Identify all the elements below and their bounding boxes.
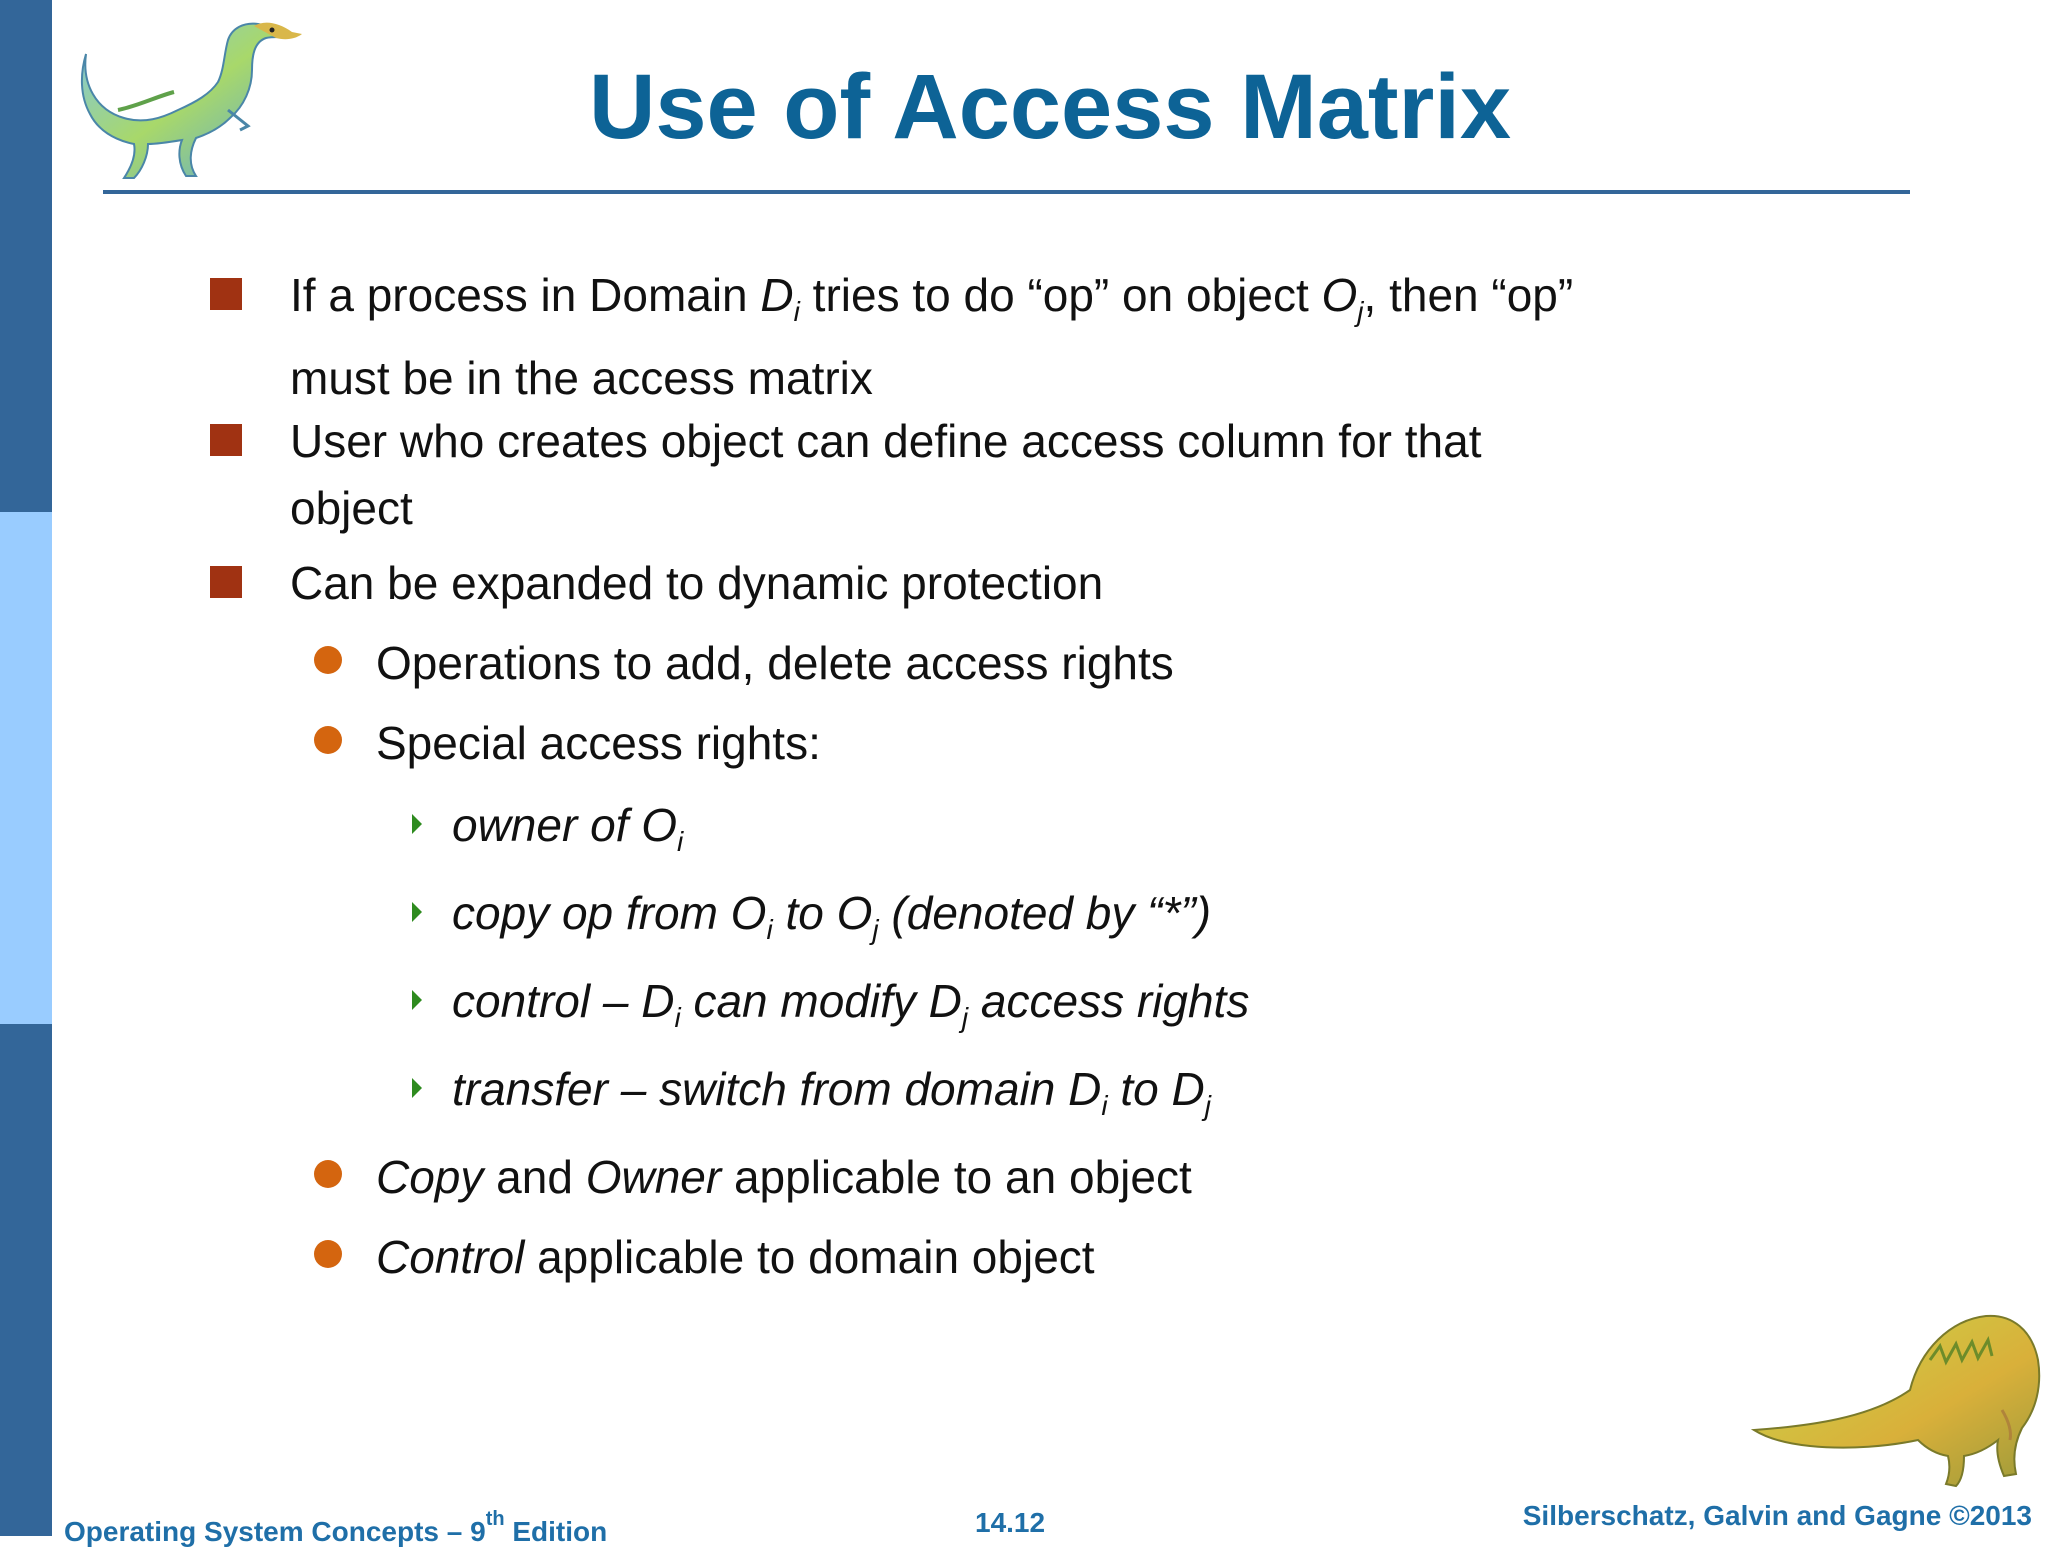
sub-sub-bullet-item: transfer – switch from domain Di to Dj xyxy=(412,1056,1652,1139)
slide-number: 14.12 xyxy=(975,1507,1046,1538)
text-run: D xyxy=(760,269,794,321)
subscript: j xyxy=(1204,1090,1211,1121)
text-run: Operating System Concepts – 9 xyxy=(64,1516,486,1547)
sub-bullet-item: Operations to add, delete access rights xyxy=(314,630,1676,697)
square-bullet-icon xyxy=(210,424,242,456)
slide-title: Use of Access Matrix xyxy=(588,56,1512,158)
sub-sub-bullet-item: owner of Oi xyxy=(412,792,1652,875)
subscript: j xyxy=(961,1002,969,1033)
text-run: tries to do “op” on object xyxy=(799,269,1322,321)
square-bullet-icon xyxy=(210,566,242,598)
triangle-bullet-icon xyxy=(412,990,422,1010)
triangle-bullet-icon xyxy=(412,1078,422,1098)
circle-bullet-icon xyxy=(314,1240,342,1268)
sub-sub-bullet-item: copy op from Oi to Oj (denoted by “*”) xyxy=(412,880,1652,963)
text-run: and xyxy=(483,1151,586,1203)
subscript: j xyxy=(1357,296,1364,327)
text-run: must be in the access matrix xyxy=(290,352,873,404)
sub-bullet-item: Copy and Owner applicable to an object xyxy=(314,1144,1676,1211)
bullet-item: If a process in Domain Di tries to do “o… xyxy=(210,262,1710,412)
subscript: i xyxy=(766,914,773,945)
sidebar-band-top xyxy=(0,0,52,512)
text-run: Special access rights: xyxy=(376,717,821,769)
bullet-item: Can be expanded to dynamic protection xyxy=(210,550,1710,617)
text-run: O xyxy=(1321,269,1358,321)
text-run: If a process in Domain xyxy=(290,269,761,321)
text-run: owner of O xyxy=(452,799,677,851)
dinosaur-logo-bottom xyxy=(1750,1314,2041,1488)
triangle-bullet-icon xyxy=(412,902,422,922)
superscript: th xyxy=(485,1508,505,1530)
footer-book-title: Operating System Concepts – 9th Edition xyxy=(64,1508,607,1548)
footer-authors: Silberschatz, Galvin and Gagne ©2013 xyxy=(1522,1500,2032,1531)
square-bullet-icon xyxy=(210,278,242,310)
text-run: to D xyxy=(1107,1063,1205,1115)
text-run: object xyxy=(290,482,413,534)
sidebar-band-middle xyxy=(0,512,52,1024)
text-run: to O xyxy=(772,887,873,939)
sub-bullet-item: Special access rights: xyxy=(314,710,1676,777)
text-run: Operations to add, delete access rights xyxy=(376,637,1174,689)
subscript: i xyxy=(677,826,684,857)
sidebar-band-bottom xyxy=(0,1024,52,1536)
text-run: can modify D xyxy=(680,975,962,1027)
text-run: Owner xyxy=(585,1151,722,1203)
circle-bullet-icon xyxy=(314,646,342,674)
circle-bullet-icon xyxy=(314,1160,342,1188)
text-run: applicable to domain object xyxy=(524,1231,1095,1283)
text-run: (denoted by “*”) xyxy=(878,887,1212,939)
subscript: j xyxy=(872,914,879,945)
text-run: transfer – switch from domain D xyxy=(452,1063,1102,1115)
dinosaur-logo-top xyxy=(80,22,302,179)
sub-sub-bullet-item: control – Di can modify Dj access rights xyxy=(412,968,1652,1051)
title-divider xyxy=(103,190,1910,194)
subscript: i xyxy=(674,1002,681,1033)
text-run: , then “op” xyxy=(1363,269,1574,321)
text-run: Copy xyxy=(376,1151,484,1203)
sub-bullet-item: Control applicable to domain object xyxy=(314,1224,1676,1291)
subscript: i xyxy=(793,296,800,327)
bullet-item: User who creates object can define acces… xyxy=(210,408,1710,542)
text-run: applicable to an object xyxy=(721,1151,1192,1203)
text-run: Edition xyxy=(504,1516,608,1547)
text-run: access rights xyxy=(968,975,1250,1027)
text-run: Can be expanded to dynamic protection xyxy=(290,557,1104,609)
text-run: copy op from O xyxy=(452,887,767,939)
subscript: i xyxy=(1101,1090,1108,1121)
text-run: User who creates object can define acces… xyxy=(290,415,1482,467)
text-run: Control xyxy=(376,1231,525,1283)
triangle-bullet-icon xyxy=(412,814,422,834)
circle-bullet-icon xyxy=(314,726,342,754)
text-run: control – D xyxy=(452,975,675,1027)
